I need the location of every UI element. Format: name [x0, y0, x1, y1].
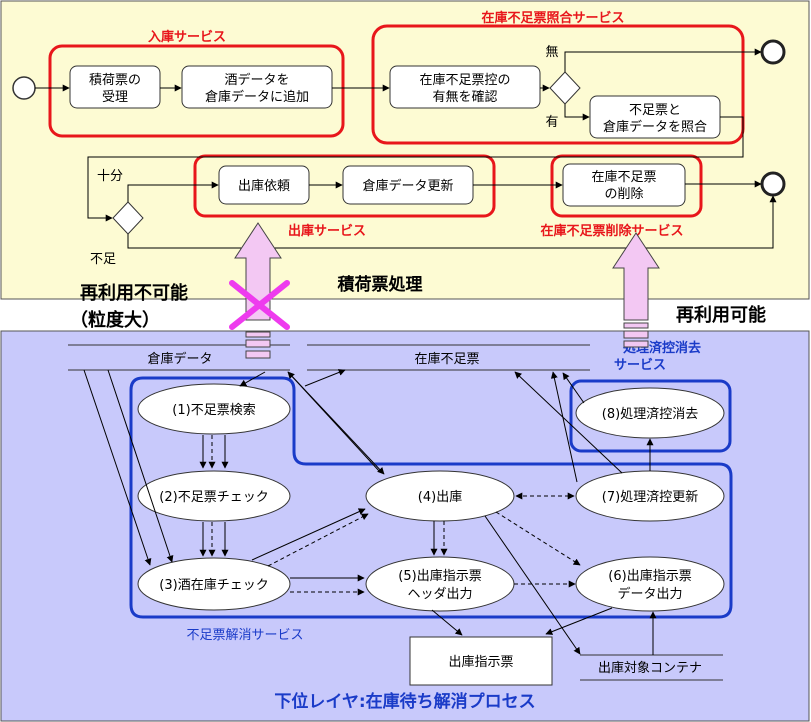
- task-label: 出庫依頼: [238, 179, 290, 194]
- datastore-lines: [68, 344, 723, 681]
- upper-title: 積荷票処理: [338, 274, 423, 295]
- task-tsumini-juri: 積荷票の 受理: [69, 65, 161, 109]
- process-label: (4)出庫: [418, 490, 462, 505]
- datastore-fusokuhyo-label: 在庫不足票: [414, 352, 479, 367]
- process-label: (3)酒在庫チェック: [159, 578, 268, 593]
- datastore-soko-label: 倉庫データ: [147, 351, 212, 367]
- end-event-2: [760, 171, 786, 197]
- gateway-label-fusoku: 不足: [90, 252, 116, 267]
- not-reusable-label-2: （粒度大）: [70, 309, 160, 331]
- task-label: 倉庫データ更新: [362, 178, 453, 194]
- process-6: (6)出庫指示票 データ出力: [575, 556, 725, 612]
- lower-title: 下位レイヤ:在庫待ち解消プロセス: [274, 691, 535, 712]
- process-label: (2)不足票チェック: [159, 490, 268, 505]
- shukko-service-box: [193, 154, 496, 218]
- sakujo-service-label: 在庫不足票削除サービス: [540, 223, 683, 239]
- task-label: 有無を確認: [432, 89, 497, 105]
- task-label: 受理: [102, 90, 128, 105]
- task-label: 倉庫データを照合: [603, 119, 707, 135]
- sakujo-service-box: [550, 154, 703, 218]
- shogo-service-box: [371, 24, 745, 145]
- nyuko-service-box: [48, 44, 345, 138]
- process-8: (8)処理済控消去: [575, 387, 725, 439]
- task-label: 倉庫データに追加: [205, 89, 309, 105]
- process-label: (5)出庫指示票: [398, 569, 481, 584]
- process-label: (8)処理済控消去: [602, 406, 698, 422]
- start-event: [12, 76, 36, 100]
- process-3: (3)酒在庫チェック: [137, 557, 291, 611]
- process-label: データ出力: [617, 586, 682, 602]
- task-fusokuhyo-kakunin: 在庫不足票控の 有無を確認: [389, 65, 541, 109]
- task-soko-data-koshin: 倉庫データ更新: [342, 165, 474, 205]
- cross-mark: [229, 280, 290, 330]
- shogo-service-label: 在庫不足票照合サービス: [481, 10, 624, 26]
- shukko-service-label: 出庫サービス: [288, 223, 366, 239]
- process-1: (1)不足票検索: [137, 383, 291, 435]
- process-label: (1)不足票検索: [172, 403, 255, 418]
- task-sake-data-tsuika: 酒データを 倉庫データに追加: [181, 65, 333, 109]
- gateway-label-nashi: 無: [545, 45, 558, 60]
- nyuko-service-label: 入庫サービス: [148, 29, 226, 45]
- kaisho-service-label: 不足票解消サービス: [186, 628, 303, 643]
- reusable-label: 再利用可能: [676, 304, 766, 326]
- process-4: (4)出庫: [365, 470, 515, 522]
- gateway-label-ari: 有: [545, 115, 558, 130]
- process-5: (5)出庫指示票 ヘッダ出力: [365, 556, 515, 612]
- shukko-shijihyo-box: [409, 636, 553, 686]
- not-reusable-label-1: 再利用不可能: [80, 282, 188, 304]
- task-label: 酒データを: [224, 72, 289, 88]
- kaisho-service-box: [129, 376, 733, 619]
- arrow-reusable: [612, 232, 660, 348]
- process-label: (6)出庫指示票: [608, 569, 691, 584]
- task-shukko-irai: 出庫依頼: [218, 165, 310, 205]
- task-label: の削除: [604, 187, 643, 202]
- shukko-shijihyo-label: 出庫指示票: [448, 655, 513, 670]
- lower-flows-dashed: [208, 435, 581, 596]
- lower-flows-solid: [83, 369, 657, 655]
- process-label: ヘッダ出力: [407, 587, 472, 602]
- process-label: (7)処理済控更新: [602, 489, 698, 505]
- task-label: 不足票と: [629, 103, 681, 118]
- task-label: 在庫不足票: [591, 170, 656, 185]
- datastore-container-label: 出庫対象コンテナ: [598, 661, 702, 676]
- task-fusokuhyo-sakujo: 在庫不足票 の削除: [562, 163, 686, 207]
- shoriki-service-label-2: サービス: [614, 357, 666, 373]
- gateway-label-juubun: 十分: [97, 169, 123, 184]
- upper-panel: [0, 0, 810, 300]
- task-label: 積荷票の: [89, 73, 141, 88]
- process-7: (7)処理済控更新: [575, 470, 725, 522]
- process-2: (2)不足票チェック: [137, 470, 291, 522]
- end-event-1: [760, 39, 786, 65]
- upper-flows: [35, 48, 777, 249]
- task-label: 在庫不足票控の: [419, 73, 510, 88]
- task-fusokuhyo-shogo: 不足票と 倉庫データを照合: [589, 95, 721, 139]
